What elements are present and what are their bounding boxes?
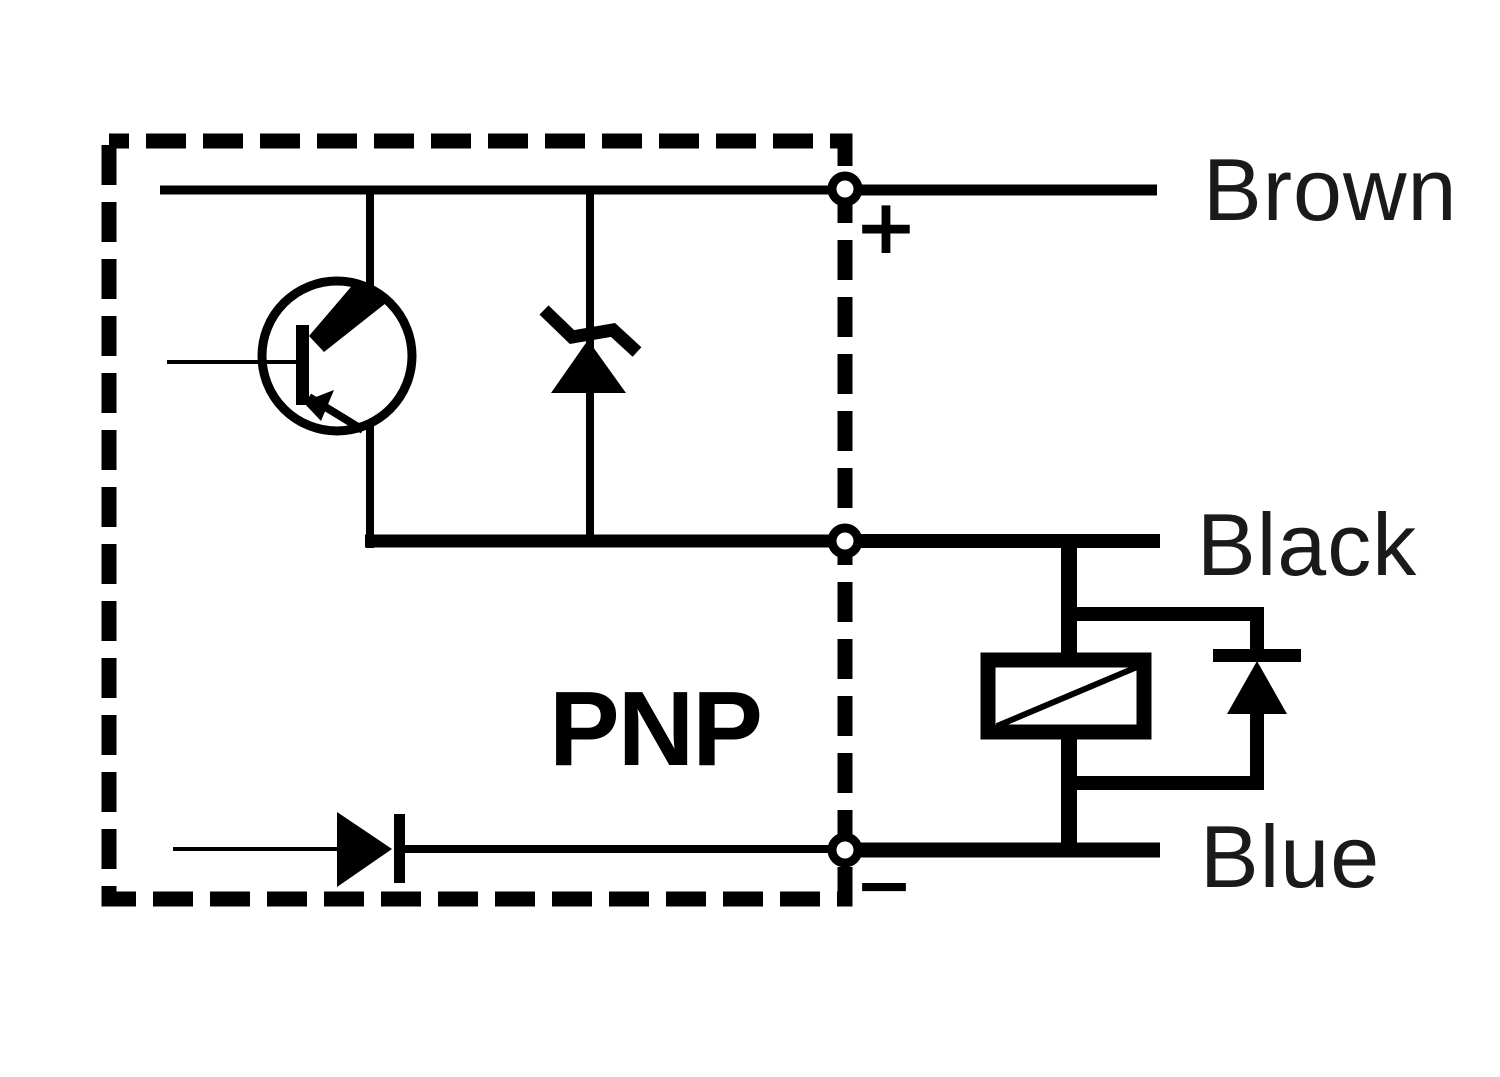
blue-wire	[173, 812, 1160, 887]
flyback-diode-cathode-bar	[1213, 649, 1301, 662]
flyback-diode-triangle	[1227, 661, 1287, 714]
sensor-boundary	[101, 133, 853, 907]
zener-diode-icon	[539, 190, 642, 545]
blue-wire-label: Blue	[1200, 807, 1380, 906]
transistor-junction-arrow	[303, 390, 334, 421]
brown-terminal	[827, 171, 863, 207]
brown-wire-label: Brown	[1203, 140, 1457, 239]
terminals	[827, 171, 863, 868]
polarity-minus-sign: −	[855, 844, 914, 926]
black-terminal	[827, 523, 863, 559]
transistor-circle	[257, 276, 417, 436]
black-wire-label: Black	[1197, 495, 1417, 594]
load-coil-diagonal	[995, 664, 1139, 729]
series-diode-triangle	[337, 812, 392, 887]
transistor-type-label: PNP	[549, 670, 761, 788]
load-branch	[980, 548, 1301, 857]
zener-triangle	[551, 340, 626, 393]
transistor-emitter-arrow	[309, 281, 386, 352]
reverse-polarity-diode-icon	[337, 812, 405, 887]
pnp-transistor-icon	[167, 190, 417, 548]
series-diode-cathode-bar	[394, 814, 405, 883]
zener-cathode-bar	[539, 305, 642, 357]
flyback-diode-icon	[1213, 607, 1301, 790]
sensor-boundary-rect	[101, 133, 853, 907]
polarity-plus-sign: +	[854, 182, 918, 271]
blue-terminal	[827, 832, 863, 868]
transistor-base-bar	[296, 325, 309, 405]
load-coil-icon	[980, 652, 1152, 740]
